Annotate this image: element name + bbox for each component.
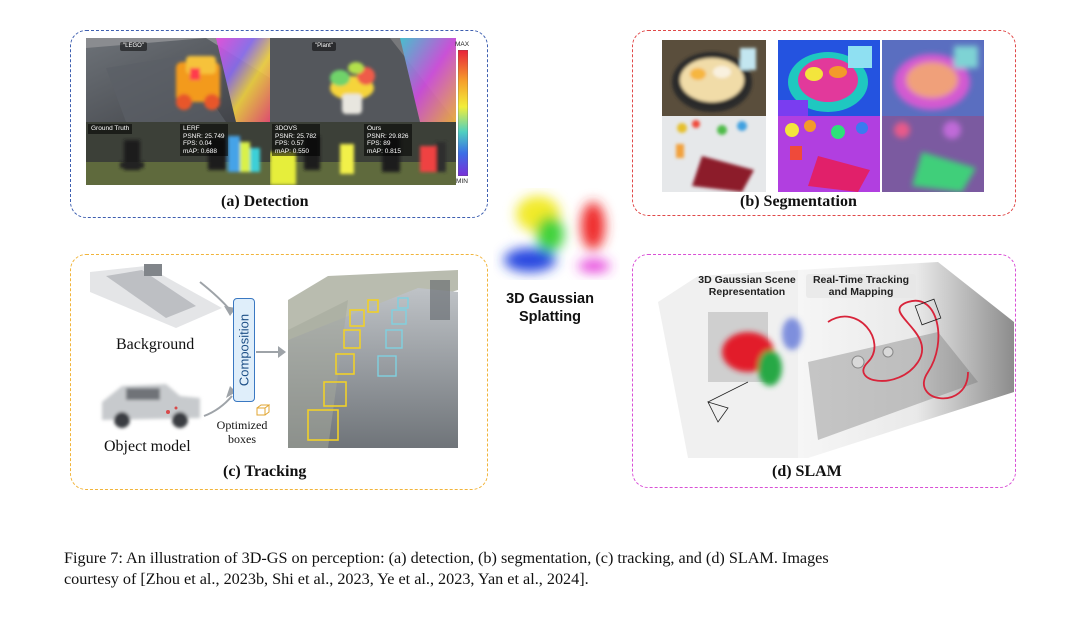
slam-title: (d) SLAM [772,463,842,480]
gaussian-blobs-graphic [504,196,610,272]
box-icon [256,404,270,416]
method-name: Ground Truth [88,124,133,134]
segmentation-panel [632,30,1016,216]
slam-panel [632,254,1016,488]
seg-ramen-mask [778,40,880,116]
result-lerf: LERF PSNR: 25.749 FPS: 0.04 mAP: 0.688 [178,122,270,185]
detection-panel [70,30,488,218]
plant-scene-image: "Plant" [270,38,456,122]
figure-caption: Figure 7: An illustration of 3D-GS on pe… [64,549,829,588]
tracking-title: (c) Tracking [223,463,307,480]
object-model-label: Object model [104,438,191,455]
composition-box: Composition [233,298,255,402]
lego-scene-image: "LEGO" [86,38,270,122]
colorbar-min-label: MIN [456,178,468,185]
seg-table-mask [778,116,880,192]
tracking-panel [70,254,488,490]
detection-title: (a) Detection [221,193,309,210]
seg-table-features [882,116,984,192]
object-model-pointcloud [102,384,200,428]
optimized-boxes-label: Optimized boxes [216,418,268,446]
colorbar-max-label: MAX [455,41,470,48]
result-ground-truth: Ground Truth [86,122,178,185]
slam-left-heading: 3D Gaussian Scene Representation [698,274,796,298]
seg-ramen-photo [662,40,766,116]
background-label: Background [116,336,195,353]
method-metrics-ours: Ours PSNR: 29.826 FPS: 89 mAP: 0.815 [364,124,412,156]
composition-arrows [199,281,286,417]
colorbar [458,50,468,176]
seg-table-photo [662,116,766,192]
segmentation-title: (b) Segmentation [740,193,857,210]
slam-right-heading: Real-Time Tracking and Mapping [806,274,916,298]
result-3dovs: 3DOVS PSNR: 25.782 FPS: 0.57 mAP: 0.550 [270,122,362,185]
result-ours: Ours PSNR: 29.826 FPS: 89 mAP: 0.815 [362,122,456,185]
background-pointcloud [90,264,222,328]
scene-label-plant: "Plant" [312,42,336,51]
method-metrics-3dovs: 3DOVS PSNR: 25.782 FPS: 0.57 mAP: 0.550 [272,124,320,156]
method-metrics-lerf: LERF PSNR: 25.749 FPS: 0.04 mAP: 0.688 [180,124,228,156]
seg-ramen-features [882,40,984,116]
tracking-road-scene [288,270,458,448]
scene-label-lego: "LEGO" [120,42,147,51]
gaussian-splatting-title: 3D Gaussian Splatting [506,291,594,325]
